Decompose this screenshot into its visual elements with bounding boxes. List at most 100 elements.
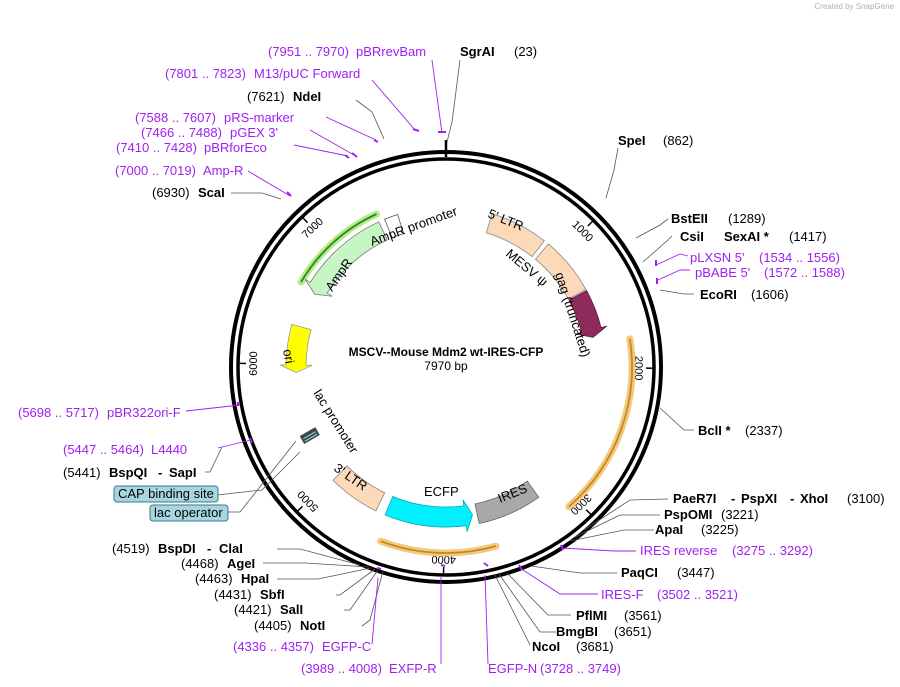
site-sep: - <box>731 491 735 506</box>
primer-l4440-range: (5447 .. 5464) <box>63 442 144 457</box>
lac-operator-glyph <box>299 427 320 444</box>
leader-lines <box>205 59 694 646</box>
primer-m13-range: (7801 .. 7823) <box>165 66 246 81</box>
primer-iresf-range: (3502 .. 3521) <box>657 587 738 602</box>
site-apai-pos: (3225) <box>701 522 739 537</box>
primer-egfpn-name: EGFP-N <box>488 661 537 676</box>
primer-m13-name: M13/pUC Forward <box>254 66 360 81</box>
site-sgrai-pos: (23) <box>514 44 537 59</box>
site-sgrai-name: SgrAI <box>460 44 495 59</box>
lac-operator-label: lac operator <box>154 505 223 520</box>
site-noti-pos: (4405) <box>254 618 292 633</box>
primer-pbabe-range: (1572 .. 1588) <box>764 265 845 280</box>
primer-exfpr-name: EXFP-R <box>389 661 437 676</box>
primer-pgex-name: pGEX 3' <box>230 125 278 140</box>
site-pflmi-pos: (3561) <box>624 608 662 623</box>
backbone-inner <box>236 157 656 577</box>
site-bmgbi-name: BmgBI <box>556 624 598 639</box>
tick-label-6000: 6000 <box>248 351 260 376</box>
primer-ampr-name: Amp-R <box>203 163 243 178</box>
site-sali-name: SalI <box>280 602 303 617</box>
ampr-feature <box>304 221 388 297</box>
site-paer7i-pos: (3100) <box>847 491 885 506</box>
site-paqci-name: PaqCI <box>621 565 658 580</box>
primer-egfpc-name: EGFP-C <box>322 639 371 654</box>
ampr-promoter-label: AmpR promoter <box>368 203 460 249</box>
mesv-feature <box>534 243 587 300</box>
plasmid-name: MSCV--Mouse Mdm2 wt-IRES-CFP <box>349 345 544 359</box>
site-bspdi-name: BspDI <box>158 541 196 556</box>
site-sexai-name: SexAI * <box>724 229 770 244</box>
site-scai-name: ScaI <box>198 185 225 200</box>
primer-pbrfor-name: pBRforEco <box>204 140 267 155</box>
site-spei-name: SpeI <box>618 133 645 148</box>
site-csii-pos: (1417) <box>789 229 827 244</box>
ltr5-feature <box>485 213 545 258</box>
plasmid-size: 7970 bp <box>424 359 468 373</box>
primer-pbrrevbam-name: pBRrevBam <box>356 44 426 59</box>
site-hpai-pos: (4463) <box>195 571 233 586</box>
primer-ampr-range: (7000 .. 7019) <box>115 163 196 178</box>
site-ncoi-pos: (3681) <box>576 639 614 654</box>
site-apai-name: ApaI <box>655 522 683 537</box>
site-clai-name: ClaI <box>219 541 243 556</box>
tick-5000 <box>296 505 304 513</box>
site-pspxi-name: PspXI <box>741 491 777 506</box>
site-sep: - <box>790 491 794 506</box>
site-sbfi-pos: (4431) <box>214 587 252 602</box>
site-ncoi-name: NcoI <box>532 639 560 654</box>
primer-marks <box>237 128 658 571</box>
primer-pbr322-name: pBR322ori-F <box>107 405 181 420</box>
site-bspqi-name: BspQI <box>109 465 147 480</box>
primer-pgex-range: (7466 .. 7488) <box>141 125 222 140</box>
primer-leader-lines <box>185 59 690 665</box>
site-pspomi-pos: (3221) <box>721 507 759 522</box>
primer-prs-name: pRS-marker <box>224 110 295 125</box>
cap-binding-site-label: CAP binding site <box>118 486 214 501</box>
gag-feature <box>568 289 608 338</box>
site-paqci-pos: (3447) <box>677 565 715 580</box>
site-spei-pos: (862) <box>663 133 693 148</box>
ori-feature <box>279 323 313 374</box>
primer-egfpc-range: (4336 .. 4357) <box>233 639 314 654</box>
ecfp-feature <box>384 495 473 532</box>
primer-pbrrevbam-range: (7951 .. 7970) <box>268 44 349 59</box>
tick-3000 <box>585 509 593 516</box>
ampr-orf-line <box>300 213 377 283</box>
site-bcli-pos: (2337) <box>745 423 783 438</box>
site-noti-name: NotI <box>300 618 325 633</box>
lac-operator-box <box>149 504 229 522</box>
site-sali-pos: (4421) <box>234 602 272 617</box>
site-bspqi-pos: (5441) <box>63 465 101 480</box>
site-sep: - <box>158 465 162 480</box>
site-hpai-name: HpaI <box>241 571 269 586</box>
primer-egfpn-range: (3728 .. 3749) <box>540 661 621 676</box>
primer-plxsn-range: (1534 .. 1556) <box>759 250 840 265</box>
primer-exfpr-range: (3989 .. 4008) <box>301 661 382 676</box>
site-csii-name: CsiI <box>680 229 704 244</box>
site-ecori-name: EcoRI <box>700 287 737 302</box>
primer-l4440-name: L4440 <box>151 442 187 457</box>
site-xhoi-name: XhoI <box>800 491 828 506</box>
site-ndei-pos: (7621) <box>247 89 285 104</box>
ori-label: ori <box>280 348 297 365</box>
ecfp-label: ECFP <box>424 484 459 499</box>
ecfp-orf-line <box>380 540 497 554</box>
site-ndei-name: NdeI <box>293 89 321 104</box>
site-bspdi-pos: (4519) <box>112 541 150 556</box>
primer-prs-range: (7588 .. 7607) <box>135 110 216 125</box>
site-sapi-name: SapI <box>169 465 196 480</box>
tick-7000 <box>301 216 309 224</box>
site-sbfi-name: SbfI <box>260 587 285 602</box>
ires-feature <box>474 480 540 524</box>
site-agei-pos: (4468) <box>181 556 219 571</box>
ltr3-feature <box>332 465 386 512</box>
site-sep: - <box>207 541 211 556</box>
site-scai-pos: (6930) <box>152 185 190 200</box>
lac-promoter-label: lac promoter <box>310 387 361 457</box>
primer-iresf-name: IRES-F <box>601 587 644 602</box>
primer-pbrfor-range: (7410 .. 7428) <box>116 140 197 155</box>
site-ecori-pos: (1606) <box>751 287 789 302</box>
primer-plxsn-name: pLXSN 5' <box>690 250 745 265</box>
